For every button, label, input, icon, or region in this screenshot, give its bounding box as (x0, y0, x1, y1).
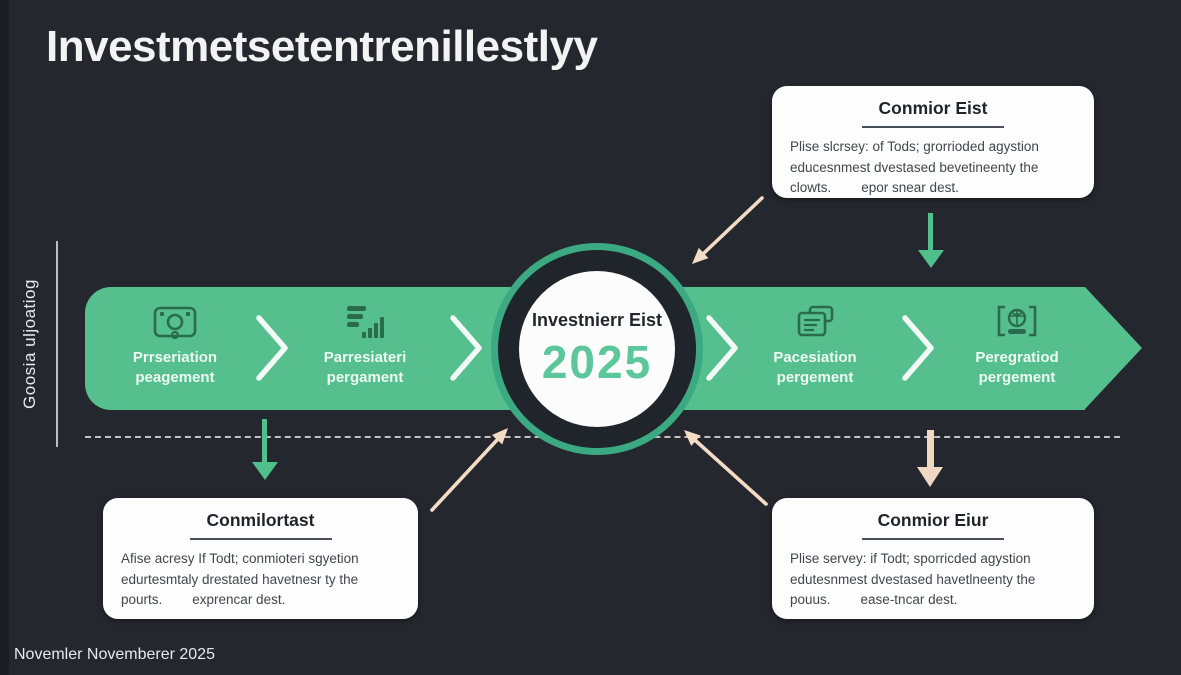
chevron-right-icon (450, 315, 482, 381)
hub-year: 2025 (541, 335, 653, 388)
callout-top-right: Conmior Eist Plise slcrsey: of Tods; gro… (772, 86, 1094, 198)
callout-body-line: pourts. exprencar dest. (121, 592, 286, 608)
callout-body-line: clowts. epor snear dest. (790, 180, 959, 196)
callout-title: Conmior Eist (878, 98, 988, 118)
callout-body-line: Plise servey: if Todt; sporricded agysti… (790, 551, 1031, 566)
step-label: Parresiateri pergament (323, 349, 407, 386)
callout-bottom-right: Conmior Eiur Plise servey: if Todt; spor… (772, 498, 1094, 619)
callout-body-line: Afise acresy If Todt; conmioteri sgyetio… (121, 551, 359, 566)
cream-diagonal-arrow-to-hub-top (692, 196, 764, 264)
green-down-arrowhead-bottom (252, 462, 278, 480)
timeline-step-1: Prrseriation peagement (95, 301, 255, 397)
callout-title: Conmior Eiur (877, 510, 989, 530)
callout-bottom-left: Conmilortast Afise acresy If Todt; conmi… (103, 498, 418, 619)
callout-body-line: edurtesmtaly drestated havetnesr ty the (121, 571, 359, 587)
callout-divider (189, 538, 332, 540)
side-axis-label: Goosia uljoatiog (20, 279, 39, 409)
cream-diagonal-arrow-from-bottom-left (430, 428, 508, 512)
step-label: Prrseriation peagement (132, 349, 218, 386)
hub-dark-ring: Investnierr Eist 2025 (498, 250, 696, 448)
callout-body-line: pouus. ease-tncar dest. (790, 592, 958, 608)
callout-divider (862, 126, 1004, 128)
footer-date: Novemler Novemberer 2025 (14, 646, 215, 663)
banknote-icon (152, 301, 198, 343)
chevron-right-icon (902, 315, 934, 381)
side-rule (56, 241, 58, 447)
bar-chart-icon (344, 301, 386, 343)
callout-body-line: edutesnmest dvestased havetlneenty the (790, 571, 1036, 587)
center-hub: Investnierr Eist 2025 (491, 243, 703, 455)
document-icon (794, 301, 836, 343)
left-shade (0, 0, 9, 675)
green-down-arrow-bottom (262, 419, 267, 463)
callout-title: Conmilortast (206, 510, 315, 530)
timeline-arrowhead (1085, 287, 1142, 409)
cream-down-arrowhead (917, 467, 943, 487)
callout-body-line: educesnmest dvestased bevetineenty the (790, 159, 1039, 175)
cream-down-arrow (927, 430, 934, 468)
callout-body-line: Plise slcrsey: of Tods; grorrioded agyst… (790, 139, 1039, 154)
green-down-arrow-top (928, 213, 933, 251)
timeline-step-4: Peregratiod pergement (937, 301, 1097, 397)
step-label: Pacesiation pergement (773, 349, 857, 386)
timeline-step-2: Parresiateri pergament (285, 301, 445, 397)
step-label: Peregratiod pergement (975, 349, 1059, 386)
chevron-right-icon (706, 315, 738, 381)
hub-title: Investnierr Eist (531, 309, 663, 330)
timeline-step-3: Pacesiation pergement (735, 301, 895, 397)
cream-diagonal-arrow-to-hub-bottom (684, 430, 768, 506)
hub-inner-circle: Investnierr Eist 2025 (519, 271, 675, 427)
chevron-right-icon (256, 315, 288, 381)
callout-divider (862, 538, 1004, 540)
globe-user-icon (995, 301, 1039, 343)
page-title: Investmetsetentrenillestlyy (46, 22, 598, 71)
green-down-arrowhead-top (918, 250, 944, 268)
